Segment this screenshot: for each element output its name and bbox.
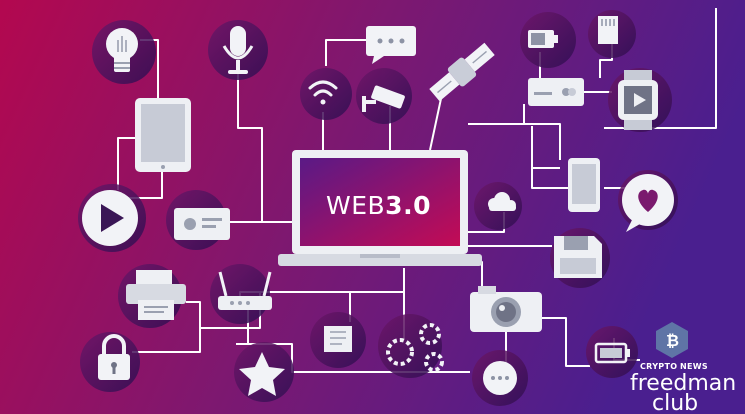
laptop: WEB3.0 bbox=[278, 150, 482, 266]
watermark-crypto: CRYPTO bbox=[640, 362, 677, 371]
id-card-icon bbox=[174, 208, 230, 240]
satellite-icon bbox=[429, 42, 495, 102]
security-camera-icon bbox=[362, 85, 405, 112]
gears-icon bbox=[386, 323, 444, 372]
bitcoin-icon: ₿ bbox=[656, 322, 688, 358]
tablet-icon bbox=[135, 98, 191, 172]
microphone-icon bbox=[222, 26, 254, 74]
router-icon bbox=[218, 271, 272, 310]
laptop-screen bbox=[300, 158, 460, 246]
star-icon bbox=[239, 352, 285, 396]
printer-icon bbox=[126, 270, 186, 320]
wifi-icon bbox=[308, 80, 338, 105]
battery-charging-icon bbox=[594, 342, 630, 364]
heart-chat-icon bbox=[622, 174, 674, 232]
credit-card-icon bbox=[528, 78, 584, 106]
watermark: ₿ CRYPTO NEWS freedman club bbox=[630, 322, 736, 414]
watermark-freedman: freedman bbox=[630, 371, 736, 396]
lightbulb-icon bbox=[106, 28, 138, 72]
laptop-base bbox=[278, 254, 482, 266]
cloud-icon bbox=[488, 192, 516, 211]
book-icon bbox=[324, 326, 352, 352]
floppy-disk-icon bbox=[554, 236, 602, 278]
chat-bubble-icon bbox=[366, 26, 416, 64]
play-button-icon bbox=[82, 190, 138, 246]
battery-icon bbox=[528, 30, 558, 48]
sd-card-icon bbox=[598, 16, 618, 44]
message-icon bbox=[483, 361, 517, 395]
watermark-news: NEWS bbox=[680, 362, 708, 371]
lock-icon bbox=[98, 334, 130, 380]
smartwatch-icon bbox=[618, 70, 658, 130]
headline-web: WEB3.0 bbox=[326, 191, 431, 220]
camera-icon bbox=[470, 286, 542, 332]
smartphone-icon bbox=[568, 158, 600, 212]
svg-text:₿: ₿ bbox=[666, 331, 679, 350]
watermark-club: club bbox=[652, 391, 698, 414]
